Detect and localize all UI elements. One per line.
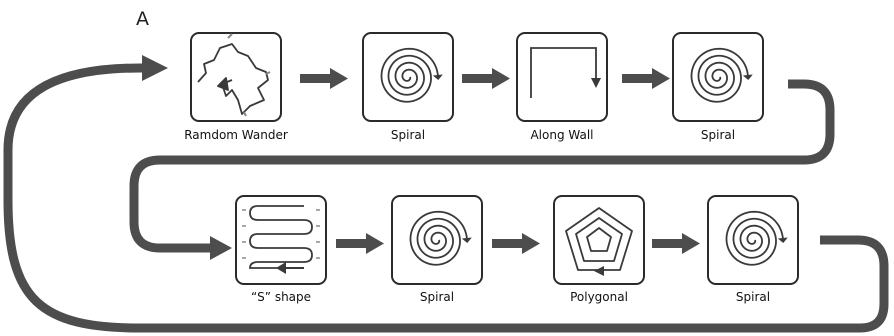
spiral-arrowhead (742, 74, 753, 80)
step-label: “S” shape (250, 290, 312, 304)
spiral-icon (725, 210, 788, 266)
arrow-6-7 (492, 233, 540, 254)
spiral-icon (690, 47, 753, 103)
step-spiral-3 (391, 195, 483, 285)
step-label: Spiral (419, 290, 455, 304)
arrow-3-4 (622, 68, 670, 89)
step-spiral-4 (707, 195, 799, 285)
step-label: Spiral (700, 128, 736, 142)
arrow-5-6 (336, 233, 384, 254)
spiral-icon (409, 210, 472, 266)
arrow-7-8 (652, 233, 700, 254)
arrow-2-3 (462, 68, 510, 89)
connector-row2-arrowhead (210, 236, 232, 260)
spiral-arrowhead (777, 237, 788, 243)
polygon-icon (565, 207, 633, 276)
step-label: Spiral (735, 290, 771, 304)
step-spiral-1 (362, 32, 454, 122)
step-random-wander (190, 32, 282, 122)
along-wall-icon (530, 47, 601, 98)
step-spiral-2 (672, 32, 764, 122)
connector-return-loop (3, 63, 889, 333)
step-label: Along Wall (530, 128, 594, 142)
spiral-arrowhead (432, 74, 443, 80)
step-along-wall (516, 32, 608, 122)
return-loop-arrowhead (142, 55, 168, 81)
spiral-icon (380, 47, 443, 103)
step-label: Spiral (390, 128, 426, 142)
random-wander-icon (197, 33, 271, 117)
panel-label: A (136, 8, 149, 30)
step-label: Ramdom Wander (184, 128, 288, 142)
step-label: Polygonal (570, 290, 628, 304)
s-shape-icon (242, 205, 320, 274)
step-polygonal (553, 195, 645, 285)
step-s-shape (235, 195, 327, 285)
connector-row1-to-row2 (129, 79, 835, 253)
spiral-arrowhead (461, 237, 472, 243)
arrow-1-2 (300, 68, 348, 89)
